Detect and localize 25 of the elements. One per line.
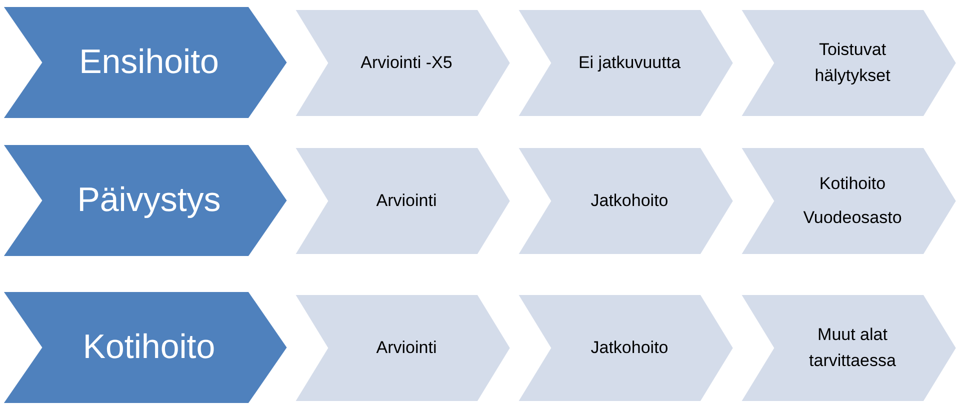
process-step <box>1 290 289 405</box>
process-step <box>293 8 512 118</box>
process-step <box>293 146 512 256</box>
step-label: Muut alat tarvittaessa <box>808 324 897 372</box>
step-label: Jatkohoito <box>590 190 668 212</box>
step-label: Jatkohoito <box>590 337 668 359</box>
step-label: Päivystys <box>77 181 221 220</box>
step-label: Arviointi <box>376 337 437 359</box>
step-label: Vuodeosasto <box>803 207 902 229</box>
process-step <box>516 293 735 403</box>
process-step <box>1 5 289 120</box>
step-label: Kotihoito <box>82 328 216 367</box>
step-label: Toistuvat hälytykset <box>814 39 892 87</box>
process-step <box>1 143 289 258</box>
step-label: Ei jatkuvuutta <box>578 52 681 74</box>
process-step <box>739 8 958 118</box>
step-label: Ensihoito <box>79 43 219 82</box>
process-step <box>739 146 958 256</box>
process-step <box>293 293 512 403</box>
step-label: Arviointi <box>376 190 437 212</box>
step-label: Kotihoito <box>819 173 886 195</box>
process-step <box>739 293 958 403</box>
process-step <box>516 8 735 118</box>
process-step <box>516 146 735 256</box>
step-label: Arviointi -X5 <box>360 52 452 74</box>
